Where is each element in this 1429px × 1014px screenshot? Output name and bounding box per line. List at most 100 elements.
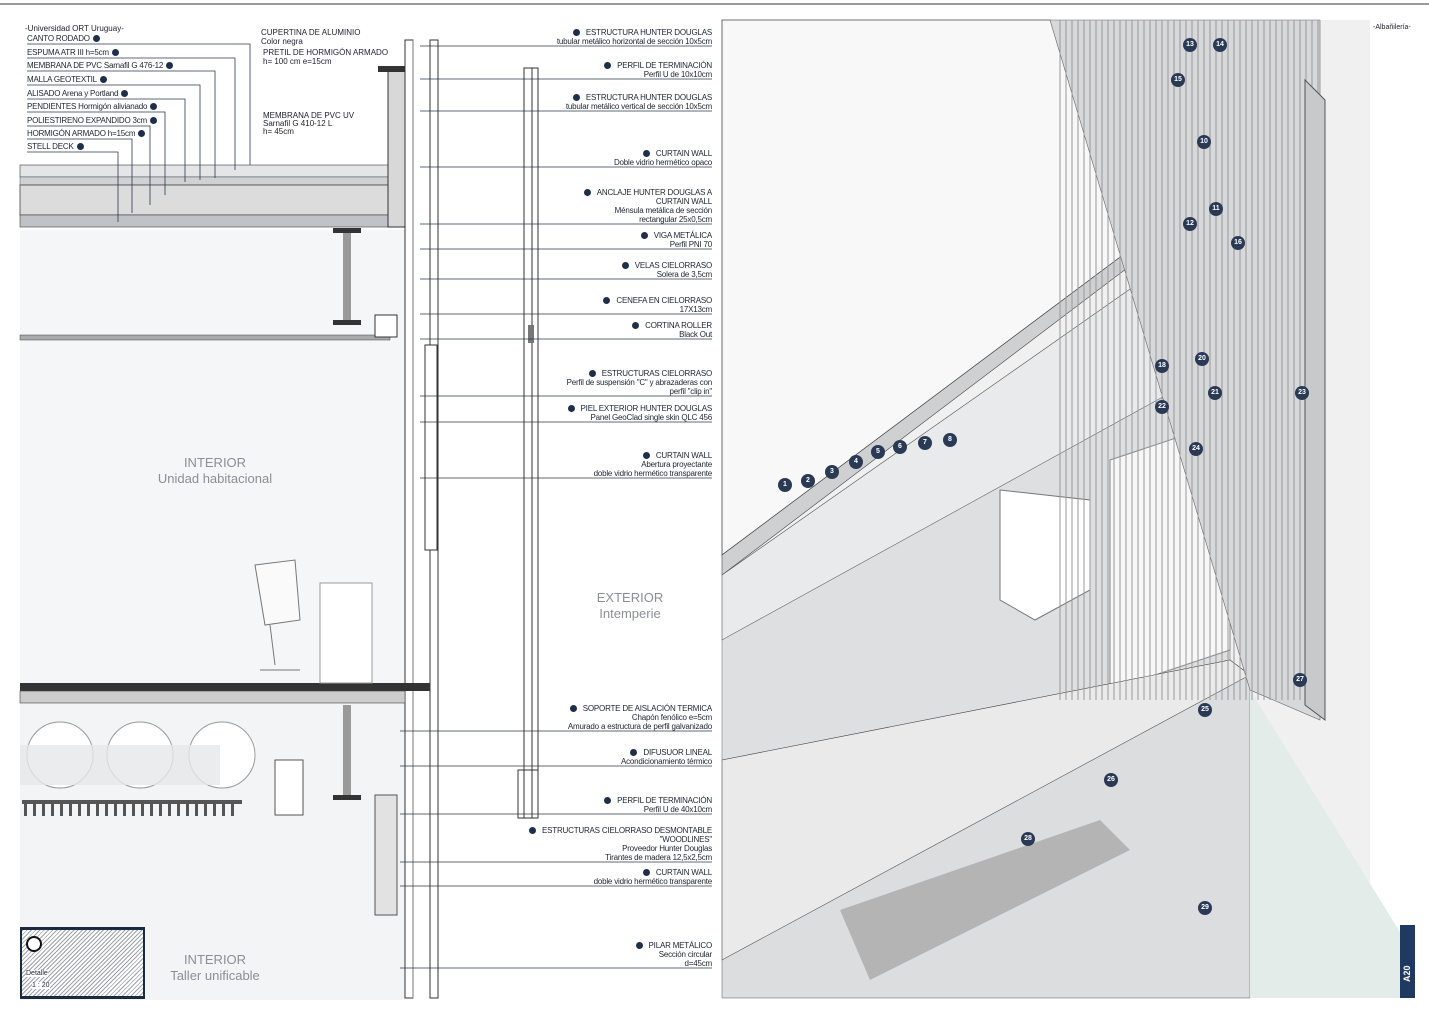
label-title: ESTRUCTURA HUNTER DOUGLAS (585, 93, 712, 102)
label-line: Perfil U de 10x10cm (643, 70, 712, 79)
label-line: CURTAIN WALL (655, 197, 712, 206)
marker-icon (621, 262, 629, 270)
leader-line (27, 84, 201, 180)
label-sub: h= 100 cm e=15cm (263, 57, 332, 66)
category-label: -Albañilería- (1372, 24, 1412, 31)
axon-marker: 12 (1183, 217, 1197, 231)
label-title: CURTAIN WALL (655, 451, 712, 460)
roof-layer: MALLA GEOTEXTIL (27, 75, 107, 85)
roof-layer: ESPUMA ATR III h=5cm (27, 48, 119, 58)
label-title: VIGA METÁLICA (653, 231, 713, 240)
label-title: PRETIL DE HORMIGÓN ARMADO (263, 48, 389, 57)
label-title: ANCLAJE HUNTER DOUGLAS A (596, 188, 712, 197)
marker-icon (583, 189, 591, 197)
label-line: Proveedor Hunter Douglas (622, 844, 712, 853)
label-line: Acondicionamiento térmico (620, 757, 712, 766)
label-title: ESTRUCTURA HUNTER DOUGLAS (585, 28, 712, 37)
axon-marker: 27 (1293, 673, 1307, 687)
label-title: MEMBRANA DE PVC UV (263, 111, 355, 120)
label-line: Panel GeoClad single skin QLC 456 (590, 413, 713, 422)
axon-marker: 5 (871, 445, 885, 459)
label-line: tubular metálico horizontal de sección 1… (556, 37, 712, 46)
room-sub: Intemperie (599, 606, 661, 621)
axon-marker: 11 (1209, 202, 1223, 216)
marker-icon (567, 405, 575, 413)
label-line: rectangular 25x0,5cm (639, 215, 712, 224)
label-title: CURTAIN WALL (655, 149, 712, 158)
detail-scale: 1 : 20 (32, 982, 50, 989)
sheet-number: A20 (1402, 965, 1412, 982)
woodline-slat (42, 804, 45, 816)
axon-marker: 14 (1213, 38, 1227, 52)
layer-label: PENDIENTES Hormigón alivianado (27, 102, 148, 111)
leader-line (27, 138, 133, 213)
woodline-slat (213, 804, 216, 816)
label-title: ESTRUCTURAS CIELORRASO (601, 369, 712, 378)
woodline-slat (51, 804, 54, 816)
axon-marker: 1 (778, 478, 792, 492)
woodline-slat (177, 804, 180, 816)
layer-label: ESPUMA ATR III h=5cm (27, 48, 109, 57)
marker-icon (635, 942, 643, 950)
marker-icon (632, 322, 640, 330)
woodline-slat (159, 804, 162, 816)
marker-icon (76, 143, 84, 151)
woodline-slat (24, 804, 27, 816)
marker-icon (572, 29, 580, 37)
axon-marker: 4 (849, 455, 863, 469)
woodline-slat (195, 804, 198, 816)
woodline-slat (231, 804, 234, 816)
layer-label: POLIESTIRENO EXPANDIDO 3cm (27, 116, 148, 125)
axon-marker: 6 (893, 440, 907, 454)
axon-marker: 8 (943, 433, 957, 447)
marker-icon (111, 49, 119, 57)
marker-icon (588, 370, 596, 378)
marker-icon (572, 94, 580, 102)
label-title: DIFUSUOR LINEAL (643, 748, 712, 757)
axon-marker: 29 (1198, 901, 1212, 915)
label-line: Tirantes de madera 12,5x2,5cm (605, 853, 712, 862)
woodline-slat (78, 804, 81, 816)
leader-line (27, 70, 216, 178)
label-line: tubular metálico vertical de sección 10x… (565, 102, 712, 111)
leader-line (27, 111, 166, 195)
woodline-slat (141, 804, 144, 816)
marker-icon (529, 827, 537, 835)
roof-layer: CANTO RODADO (27, 34, 100, 44)
label-title: CENEFA EN CIELORRASO (616, 296, 712, 305)
axon-marker: 28 (1021, 832, 1035, 846)
marker-icon (121, 90, 129, 98)
axon-marker: 3 (825, 465, 839, 479)
marker-icon (604, 797, 612, 805)
label-title: VELAS CIELORRASO (634, 261, 712, 270)
axon-marker: 22 (1155, 400, 1169, 414)
label-title: CORTINA ROLLER (645, 321, 712, 330)
marker-icon (138, 130, 146, 138)
layer-label: MEMBRANA DE PVC Sarnafil G 476-12 (27, 61, 164, 70)
label-title: PERFIL DE TERMINACIÓN (617, 796, 712, 805)
leader-line (27, 151, 119, 222)
axon-marker: 18 (1155, 359, 1169, 373)
axon-marker: 7 (918, 436, 932, 450)
room-title: INTERIOR (183, 455, 247, 470)
label-title: PILAR METÁLICO (648, 941, 713, 950)
marker-icon (642, 869, 650, 877)
roof-layer: HORMIGÓN ARMADO h=15cm (27, 129, 146, 139)
roof-layer: STELL DECK (27, 142, 84, 152)
woodline-slat (204, 804, 207, 816)
label-line: Abertura proyectante (641, 460, 712, 469)
